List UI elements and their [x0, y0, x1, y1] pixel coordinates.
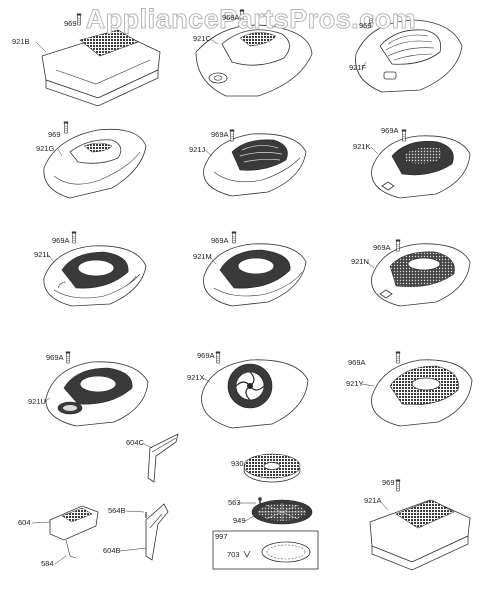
shroud-921Y [371, 359, 473, 427]
screw-969A-k [401, 129, 407, 142]
baffle-604C [147, 433, 179, 483]
label-921U: 921U [28, 397, 46, 406]
spring-703 [243, 550, 251, 558]
shroud-921L [43, 245, 147, 307]
label-949: 949 [233, 516, 246, 525]
shroud-921N [371, 243, 471, 307]
shroud-921M [203, 243, 307, 307]
label-921X: 921X [187, 373, 205, 382]
screw-969A-y [395, 351, 401, 364]
label-604B: 604B [103, 546, 121, 555]
screw-969A-l [71, 231, 77, 244]
label-969A-c: 969A [222, 13, 240, 22]
label-969A-m: 969A [211, 236, 229, 245]
watermark: AppliancePartsPros.com [86, 4, 417, 34]
leader-lines [31, 38, 389, 565]
label-969A-j: 969A [211, 130, 229, 139]
label-969A-l: 969A [52, 236, 70, 245]
label-921G: 921G [36, 144, 55, 153]
screw-969-g [63, 121, 69, 134]
label-604: 604 [18, 518, 31, 527]
label-921C: 921C [193, 34, 212, 43]
screw-969A-u [65, 351, 71, 364]
label-921K: 921K [353, 142, 371, 151]
label-921F: 921F [349, 63, 367, 72]
baffle-604B [145, 503, 169, 561]
label-921M: 921M [193, 252, 212, 261]
label-921J: 921J [189, 145, 206, 154]
shroud-921X [201, 359, 309, 429]
label-564B: 564B [108, 506, 126, 515]
label-969-a: 969 [382, 478, 395, 487]
shroud-921U [45, 361, 149, 427]
label-997: 997 [215, 532, 228, 541]
label-969-g: 969 [48, 130, 61, 139]
screw-969-a [395, 479, 401, 492]
label-921L: 921L [34, 250, 51, 259]
screw-969A-n [395, 239, 401, 252]
label-969A-x: 969A [197, 351, 215, 360]
label-563: 563 [228, 498, 241, 507]
label-969-tr: 969 [359, 21, 372, 30]
screen-930 [243, 453, 301, 483]
label-930: 930 [231, 459, 244, 468]
label-921B: 921B [12, 37, 30, 46]
shroud-921A [369, 499, 471, 571]
label-969A-k: 969A [381, 126, 399, 135]
label-921A: 921A [364, 496, 382, 505]
label-921Y: 921Y [346, 379, 364, 388]
screw-969A-j [229, 129, 235, 142]
shroud-921G [43, 128, 147, 199]
label-969-top: 969 [64, 19, 77, 28]
shroud-921F [355, 19, 463, 93]
label-921N: 921N [351, 257, 369, 266]
shroud-921C [195, 24, 313, 97]
shroud-921B [41, 29, 161, 107]
screw-969-top [76, 13, 82, 26]
screw-969A-x [215, 351, 221, 364]
label-969A-u: 969A [46, 353, 64, 362]
label-604C: 604C [126, 438, 145, 447]
label-969A-y: 969A [348, 358, 366, 367]
screw-969A-m [231, 231, 237, 244]
screen-949 [251, 499, 313, 525]
baffle-604 [49, 505, 99, 559]
shroud-921K [371, 135, 471, 199]
label-703: 703 [227, 550, 240, 559]
shroud-921J [203, 133, 307, 197]
label-969A-n: 969A [373, 243, 391, 252]
label-584: 584 [41, 559, 54, 568]
kit-997 [212, 530, 319, 570]
